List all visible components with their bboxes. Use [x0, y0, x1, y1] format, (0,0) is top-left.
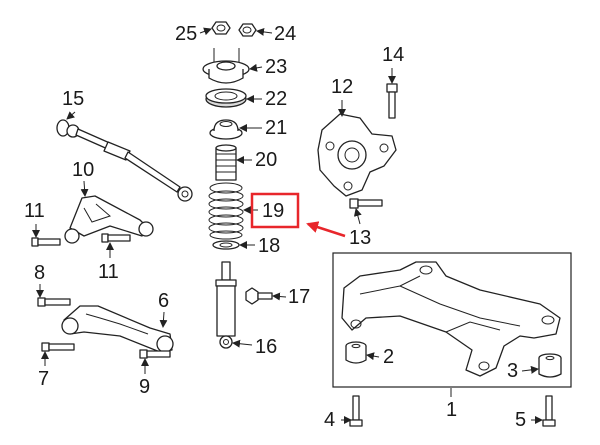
lower-control-arm-part-6 [61, 305, 174, 353]
callout-12: 12 [331, 76, 354, 98]
callout-1: 1 [446, 399, 458, 421]
bolt-part-4 [349, 395, 363, 427]
bolt-part-14 [386, 83, 398, 119]
upper-mount-part-23 [202, 48, 250, 84]
bolt-part-8 [37, 297, 71, 307]
callout-16: 16 [255, 336, 278, 358]
callout-23: 23 [265, 56, 288, 78]
bushing-part-2 [345, 341, 367, 364]
nut-part-25 [211, 21, 231, 35]
callout-3: 3 [507, 360, 519, 382]
flange-nut-part-24 [238, 23, 257, 37]
leader-lines [32, 27, 543, 424]
tie-rod-part-15 [56, 119, 193, 202]
callout-14: 14 [382, 44, 405, 66]
bolt-part-7 [41, 342, 75, 352]
bearing-part-22 [205, 88, 247, 108]
bolt-part-13 [349, 198, 383, 209]
callout-8: 8 [34, 262, 46, 284]
callout-20: 20 [255, 149, 278, 171]
shock-absorber-part-16 [215, 261, 237, 349]
bushing-part-3 [538, 353, 562, 378]
upper-control-arm-part-10 [64, 195, 154, 244]
callout-22: 22 [265, 88, 288, 110]
callout-13: 13 [349, 227, 372, 249]
callout-9: 9 [139, 376, 151, 398]
callout-17: 17 [288, 286, 311, 308]
callout-5: 5 [515, 409, 527, 431]
subframe-part-1 [341, 261, 561, 377]
bolt-part-11-right [101, 233, 131, 243]
callout-15: 15 [62, 88, 85, 110]
highlight-arrow [306, 221, 346, 238]
callout-7: 7 [38, 368, 50, 390]
subframe-inset-box [332, 252, 572, 388]
callout-18: 18 [258, 235, 281, 257]
callout-6: 6 [158, 290, 170, 312]
bolt-part-17 [245, 287, 273, 305]
bolt-part-11-left [31, 237, 61, 247]
bump-stop-part-20 [215, 144, 237, 181]
callout-10: 10 [72, 159, 95, 181]
spring-seat-part-21 [209, 119, 243, 140]
callout-25: 25 [175, 23, 198, 45]
knuckle-part-12 [317, 113, 397, 197]
callout-24: 24 [274, 23, 297, 45]
callout-21: 21 [265, 117, 288, 139]
highlight-box-19 [250, 192, 300, 229]
callout-4: 4 [324, 409, 336, 431]
callout-11-right: 11 [98, 261, 119, 283]
bolt-part-5 [542, 395, 556, 427]
coil-spring-part-19 [208, 182, 244, 240]
callout-2: 2 [383, 346, 395, 368]
callout-11-left: 11 [24, 200, 45, 222]
bolt-part-9 [139, 349, 171, 359]
insulator-part-18 [212, 240, 240, 250]
callout-19: 19 [262, 200, 285, 222]
